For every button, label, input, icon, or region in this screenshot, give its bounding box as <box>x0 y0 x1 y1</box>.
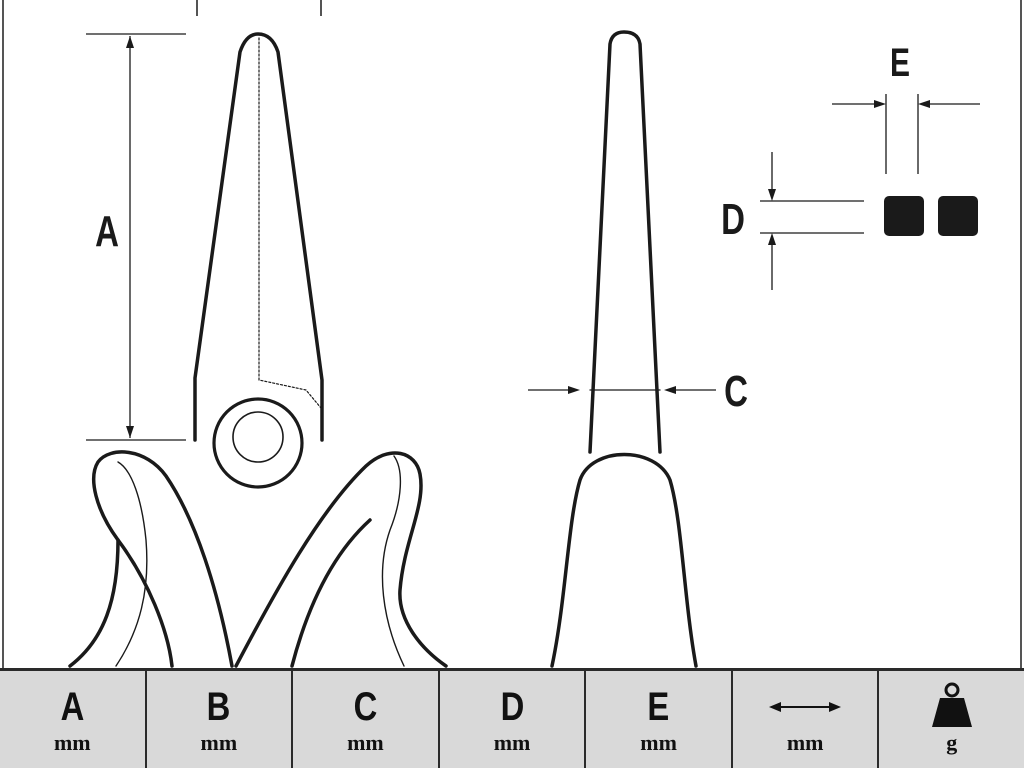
spec-unit-length: mm <box>786 730 824 755</box>
side-handle <box>550 452 698 668</box>
spec-column-c: C mm <box>293 671 440 768</box>
spec-label-d: D <box>500 685 524 729</box>
jaw-profile-detail <box>884 196 978 236</box>
spec-unit-d: mm <box>493 730 531 755</box>
jaw-profile-left-square <box>884 196 924 236</box>
dimension-e-label: E <box>890 41 910 85</box>
spec-unit-e: mm <box>640 730 677 755</box>
dimension-a <box>86 33 186 441</box>
double-arrow-icon <box>767 687 843 727</box>
weight-icon <box>930 682 974 727</box>
right-handle-grip-line <box>381 455 405 667</box>
dimension-a-label: A <box>95 208 119 257</box>
side-jaw-outline <box>588 30 662 454</box>
pliers-side-view <box>550 30 698 668</box>
dimension-d-label: D <box>721 196 745 245</box>
spec-label-b: B <box>207 685 231 729</box>
spec-unit-weight: g <box>946 730 958 755</box>
pliers-diagram: A C E <box>2 0 1022 668</box>
left-handle-grip-line <box>115 461 148 667</box>
dimension-e <box>832 94 980 174</box>
spec-column-a: A mm <box>0 671 147 768</box>
spec-unit-c: mm <box>347 730 384 755</box>
left-handle-outer-edge <box>68 538 120 668</box>
right-handle <box>234 451 448 668</box>
spec-column-b: B mm <box>147 671 294 768</box>
right-handle-inner-edge <box>290 518 372 668</box>
dimension-d <box>760 152 864 290</box>
dimension-c <box>528 386 716 394</box>
dimension-c-label: C <box>724 368 748 417</box>
pivot-inner-circle <box>232 411 284 463</box>
spec-label-a: A <box>60 685 85 729</box>
spec-label-c: C <box>353 685 378 729</box>
spec-column-weight: g <box>879 671 1024 768</box>
spec-unit-a: mm <box>53 730 91 755</box>
spec-unit-b: mm <box>200 730 238 755</box>
jaw-outline <box>193 32 324 442</box>
pliers-front-view <box>68 32 448 668</box>
left-handle <box>92 450 234 668</box>
jaw-center-line <box>258 37 322 409</box>
spec-column-e: E mm <box>586 671 733 768</box>
spec-table: A mm B mm C mm D mm E mm <box>0 668 1024 768</box>
spec-column-d: D mm <box>440 671 587 768</box>
pivot-outer-circle <box>212 397 304 489</box>
jaw-profile-right-square <box>938 196 978 236</box>
spec-column-length: mm <box>733 671 880 768</box>
spec-label-e: E <box>647 685 670 729</box>
